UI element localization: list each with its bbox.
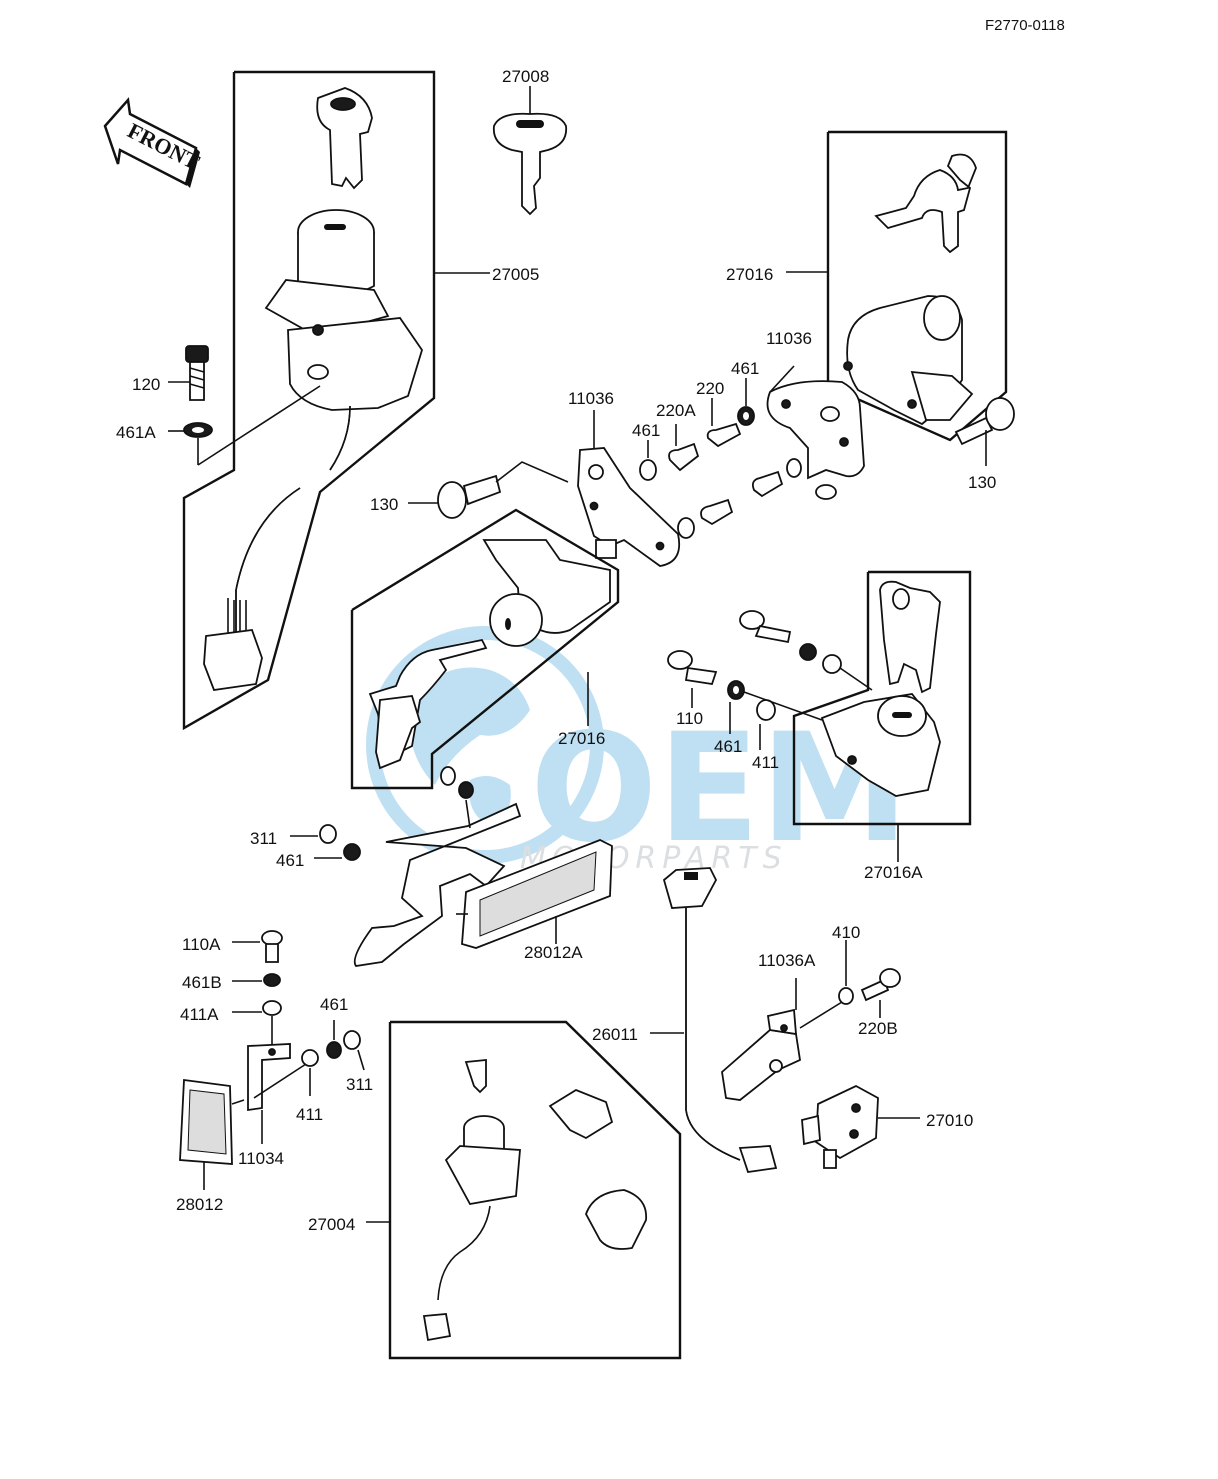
bracket-11036-mid [577, 410, 681, 567]
label-110A: 110A [182, 935, 221, 954]
label-11036-mid: 11036 [568, 389, 614, 408]
key-27008 [492, 86, 568, 216]
bolt-upper-27016A [739, 610, 873, 691]
label-461B: 461B [182, 973, 222, 992]
washer-461A [168, 385, 321, 466]
label-411A: 411A [180, 1005, 219, 1024]
label-28012A: 28012A [524, 943, 583, 962]
bolt-130-right [954, 397, 1015, 466]
label-410: 410 [832, 923, 860, 942]
label-311-a: 311 [250, 829, 277, 848]
label-27016-left: 27016 [558, 729, 605, 748]
bracket-11034 [247, 1020, 365, 1144]
box-27016-left [350, 508, 620, 790]
switch-27010 [801, 1084, 920, 1169]
label-461-right: 461 [731, 359, 759, 378]
label-27016-right: 27016 [726, 265, 773, 284]
front-arrow: FRONT [103, 97, 204, 188]
label-27005: 27005 [492, 265, 539, 284]
label-461-e: 461 [320, 995, 348, 1014]
stack-110A [232, 930, 283, 1046]
label-27010: 27010 [926, 1111, 973, 1130]
label-311-b: 311 [346, 1075, 373, 1094]
label-220: 220 [696, 379, 724, 398]
label-130-right: 130 [968, 473, 996, 492]
label-461A: 461A [116, 423, 156, 442]
label-130-left: 130 [370, 495, 398, 514]
label-120: 120 [132, 375, 160, 394]
label-26011: 26011 [592, 1025, 638, 1044]
box-27005 [182, 70, 490, 731]
bracket-11036A [721, 940, 901, 1101]
bolt-110 [667, 650, 823, 750]
label-110: 110 [676, 709, 703, 728]
hardware-cluster-right [639, 378, 802, 539]
box-27004 [366, 1020, 682, 1360]
label-27004: 27004 [308, 1215, 355, 1234]
label-11036-right: 11036 [766, 329, 812, 348]
label-411: 411 [752, 753, 779, 772]
bracket-11036-right [766, 365, 865, 500]
nuts-311-461-left [290, 824, 361, 861]
label-11036A: 11036A [758, 951, 816, 970]
label-28012: 28012 [176, 1195, 223, 1214]
label-461-c: 461 [714, 737, 742, 756]
box-27016-right [786, 130, 1008, 442]
label-27008: 27008 [502, 67, 549, 86]
reflector-28012A [353, 766, 613, 967]
label-461-mid: 461 [632, 421, 660, 440]
reflector-28012 [179, 1078, 245, 1190]
label-11034: 11034 [238, 1149, 284, 1168]
part-labels: 27008 27005 27016 11036 461 220 220A 110… [116, 67, 996, 1234]
ref-code: F2770-0118 [985, 17, 1065, 34]
watermark-continents [410, 667, 530, 825]
label-411-b: 411 [296, 1105, 323, 1124]
box-27016A [792, 570, 972, 862]
label-220B: 220B [858, 1019, 898, 1038]
bolt-130-left [408, 461, 569, 519]
harness-26011 [650, 867, 778, 1173]
bolt-120 [168, 345, 209, 401]
label-461-d: 461 [276, 851, 304, 870]
label-220A: 220A [656, 401, 696, 420]
label-27016A: 27016A [864, 863, 923, 882]
